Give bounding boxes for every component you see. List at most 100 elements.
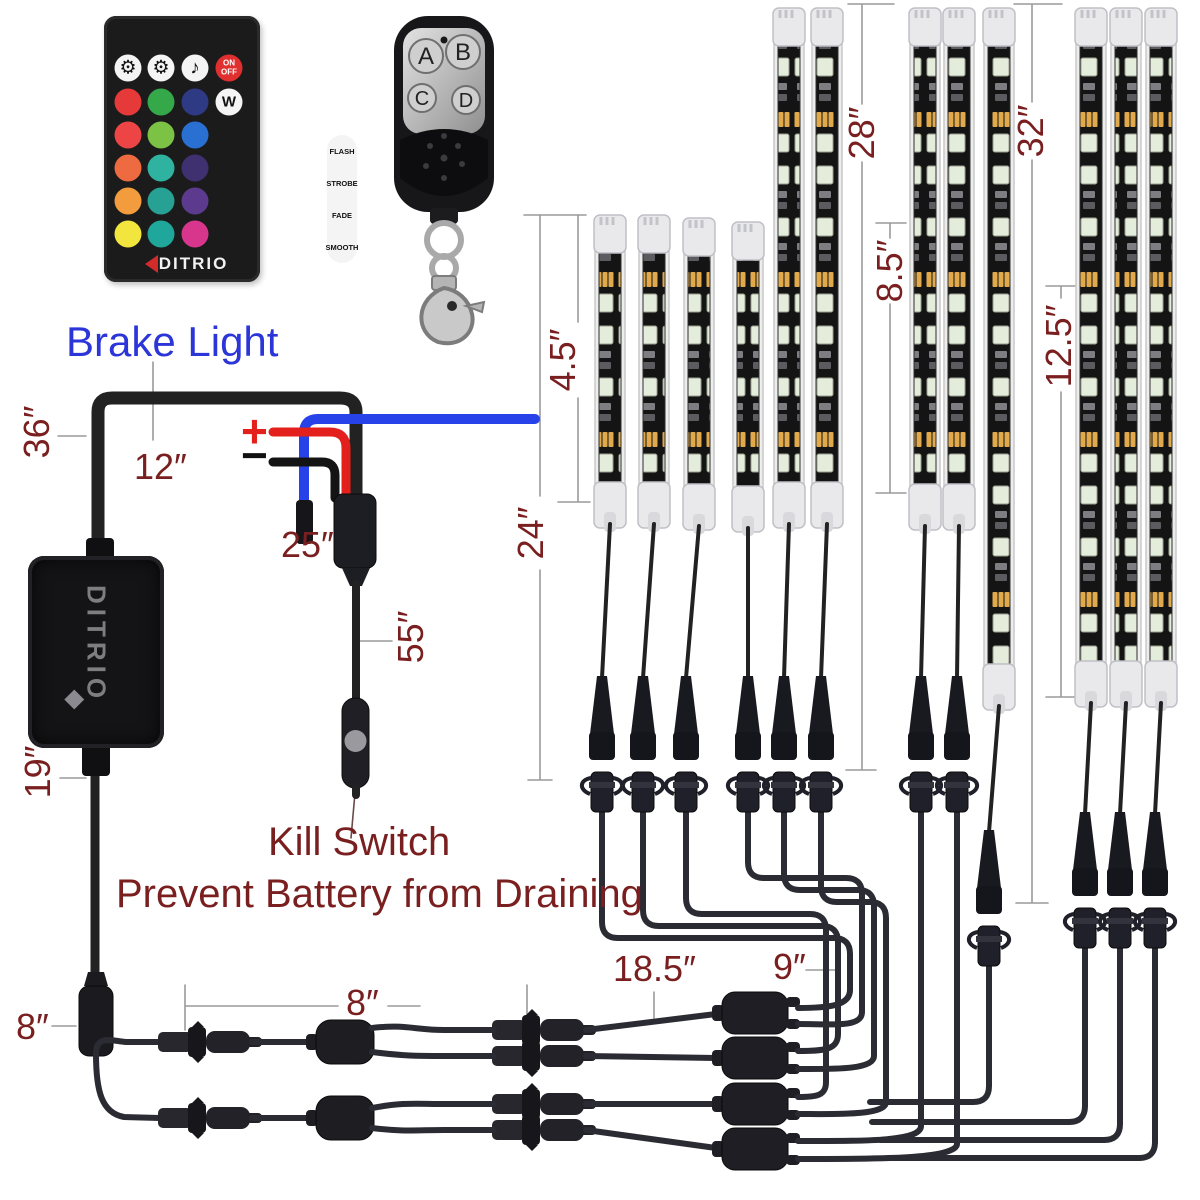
strip-receptacle-wings xyxy=(1132,912,1178,932)
strobe-button[interactable]: STROBE xyxy=(326,178,358,188)
inline-connector-collar xyxy=(522,1089,540,1119)
inline-connector-body xyxy=(540,1093,584,1115)
dim-8-left-label: 8″ xyxy=(16,1006,49,1047)
wire-segment xyxy=(369,1049,497,1059)
white-color-button[interactable]: W xyxy=(215,88,243,116)
strip-cap-teeth xyxy=(816,10,832,18)
strip-receptacle-band xyxy=(735,782,761,788)
smooth-button[interactable]: SMOOTH xyxy=(325,242,359,252)
fob-lanyard-neck xyxy=(430,208,458,224)
wire-segment xyxy=(583,1011,719,1033)
strip-end-cap-top xyxy=(1144,7,1178,47)
dimension-line xyxy=(184,984,528,1031)
dim-36-label: 36″ xyxy=(16,405,57,459)
y-splitter-neck xyxy=(306,1034,318,1050)
output-y-neck xyxy=(712,1096,724,1112)
remote-brand-logo: DITRIO xyxy=(104,254,260,274)
strip-receptacle xyxy=(590,771,614,813)
inline-connector-plug xyxy=(492,1046,526,1066)
strip-receptacle-wings xyxy=(898,776,944,796)
fob-button-a[interactable] xyxy=(408,38,444,74)
output-y-connector xyxy=(721,991,789,1035)
strip-end-cap-top xyxy=(772,7,806,47)
strip-cap-teeth xyxy=(778,10,794,18)
y-splitter-neck xyxy=(306,1110,318,1126)
power-plug-taper xyxy=(342,568,370,586)
color-button-r5c3[interactable] xyxy=(181,220,209,248)
color-button-r4c3[interactable] xyxy=(181,187,209,215)
strip-plug-head xyxy=(673,732,699,760)
color-button-r1c1[interactable] xyxy=(114,88,142,116)
fob-button-d[interactable] xyxy=(451,85,481,115)
strip-receptacle-band xyxy=(673,782,699,788)
color-button-r3c1[interactable] xyxy=(114,154,142,182)
strip-end-cap-top xyxy=(731,221,765,261)
power-input-wire xyxy=(91,391,363,563)
dimension-line xyxy=(557,214,591,503)
fob-lobster-clasp xyxy=(419,275,486,346)
control-box: DITRIO ◆ xyxy=(28,556,164,748)
wire-segment xyxy=(369,1023,497,1033)
color-button-r2c1[interactable] xyxy=(114,121,142,149)
strip-receptacle xyxy=(945,771,969,813)
strip-receptacle xyxy=(1108,907,1132,949)
strip-end-cap-top xyxy=(637,214,671,254)
strip-cap-teeth xyxy=(688,220,704,228)
strip-cap-nub xyxy=(953,514,965,534)
color-button-r4c1[interactable] xyxy=(114,187,142,215)
color-button-r4c2[interactable] xyxy=(147,187,175,215)
fob-speaker-dots xyxy=(423,133,465,181)
color-button-r1c3[interactable] xyxy=(181,88,209,116)
dim-8-mid-label: 8″ xyxy=(346,982,379,1023)
minus-terminal-label: − xyxy=(241,429,268,481)
fob-button-b-label: B xyxy=(455,39,471,66)
strip-end-cap-top xyxy=(1074,7,1108,47)
output-y-neck xyxy=(712,1141,724,1157)
color-button-r2c3[interactable] xyxy=(181,121,209,149)
strip-lead-wire xyxy=(1118,701,1128,816)
inline-connector-plug xyxy=(158,1108,192,1128)
color-button-r2c2[interactable] xyxy=(147,121,175,149)
harness-wire xyxy=(867,963,992,1105)
inline-connector-collar xyxy=(522,1041,540,1071)
kill-switch-subtitle: Prevent Battery from Draining xyxy=(116,872,643,916)
inline-connector-collar xyxy=(522,1015,540,1045)
color-button-r5c1[interactable] xyxy=(114,220,142,248)
battery-negative-wire xyxy=(268,457,340,503)
fob-button-c[interactable] xyxy=(407,83,437,113)
color-button-r5c2[interactable] xyxy=(147,220,175,248)
settings-button-2[interactable]: ⚙ xyxy=(147,54,175,82)
inline-connector-body xyxy=(206,1107,250,1129)
strip-receptacle-band xyxy=(1072,918,1098,924)
strip-receptacle xyxy=(736,771,760,813)
harness-wire xyxy=(877,945,1123,1143)
color-button-r3c3[interactable] xyxy=(181,154,209,182)
led-strip xyxy=(1079,37,1103,664)
strip-receptacle-band xyxy=(908,782,934,788)
inline-connector-plug xyxy=(492,1094,526,1114)
dimension-line xyxy=(1013,3,1063,904)
music-mode-button[interactable]: ♪ xyxy=(181,54,209,82)
dim-12p5-label: 12.5″ xyxy=(1038,304,1079,388)
led-strip xyxy=(815,37,839,485)
dim-8p5-label: 8.5″ xyxy=(869,239,910,303)
strip-plug-head xyxy=(944,732,970,760)
fob-button-b[interactable] xyxy=(445,34,481,70)
strip-receptacle xyxy=(977,925,1001,967)
strip-cap-teeth xyxy=(1115,10,1131,18)
wire-segment xyxy=(583,1053,719,1061)
settings-button-1[interactable]: ⚙ xyxy=(114,54,142,82)
color-button-r1c2[interactable] xyxy=(147,88,175,116)
dimension-line xyxy=(875,222,907,494)
y-splitter-connector xyxy=(315,1019,375,1065)
strip-cap-nub xyxy=(919,514,931,534)
strip-cap-nub xyxy=(821,512,833,532)
strip-receptacle-wings xyxy=(966,930,1012,950)
fade-button[interactable]: FADE xyxy=(331,210,352,220)
color-button-r3c2[interactable] xyxy=(147,154,175,182)
dim-24-label: 24″ xyxy=(510,506,551,560)
flash-button[interactable]: FLASH xyxy=(329,146,355,156)
dim-55-label: 55″ xyxy=(390,610,431,664)
strip-receptacle xyxy=(674,771,698,813)
